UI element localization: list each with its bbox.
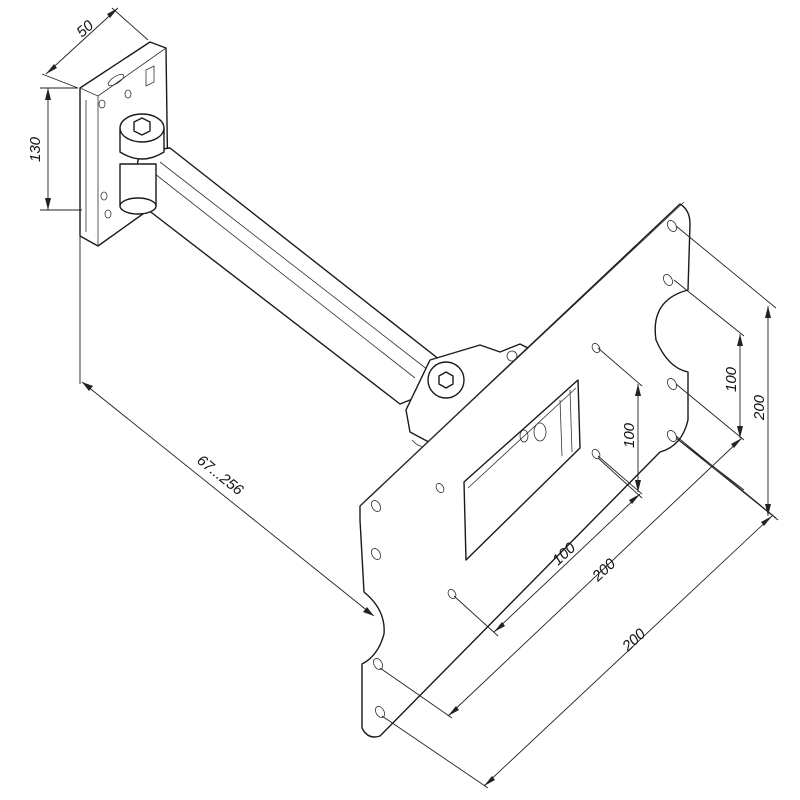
dim-label-outer-vertical-200: 200 [751, 394, 768, 421]
dim-label-mid-horizontal-200: 200 [588, 555, 619, 586]
dim-label-outer-vertical-100: 100 [723, 366, 740, 392]
dimension-inner-vertical-100: 100 [597, 347, 643, 495]
dim-label-inner-vertical-100: 100 [621, 422, 638, 448]
dim-label-outer-horizontal-200: 200 [618, 625, 649, 656]
vesa-plate [359, 201, 691, 738]
dim-label-130: 130 [27, 136, 44, 162]
dimension-outer-vertical-200: 200 [675, 225, 777, 519]
dimension-130: 130 [27, 87, 82, 211]
dimension-outer-vertical-100: 100 [673, 279, 745, 441]
dim-label-50: 50 [73, 17, 97, 41]
extension-arm [119, 113, 441, 405]
